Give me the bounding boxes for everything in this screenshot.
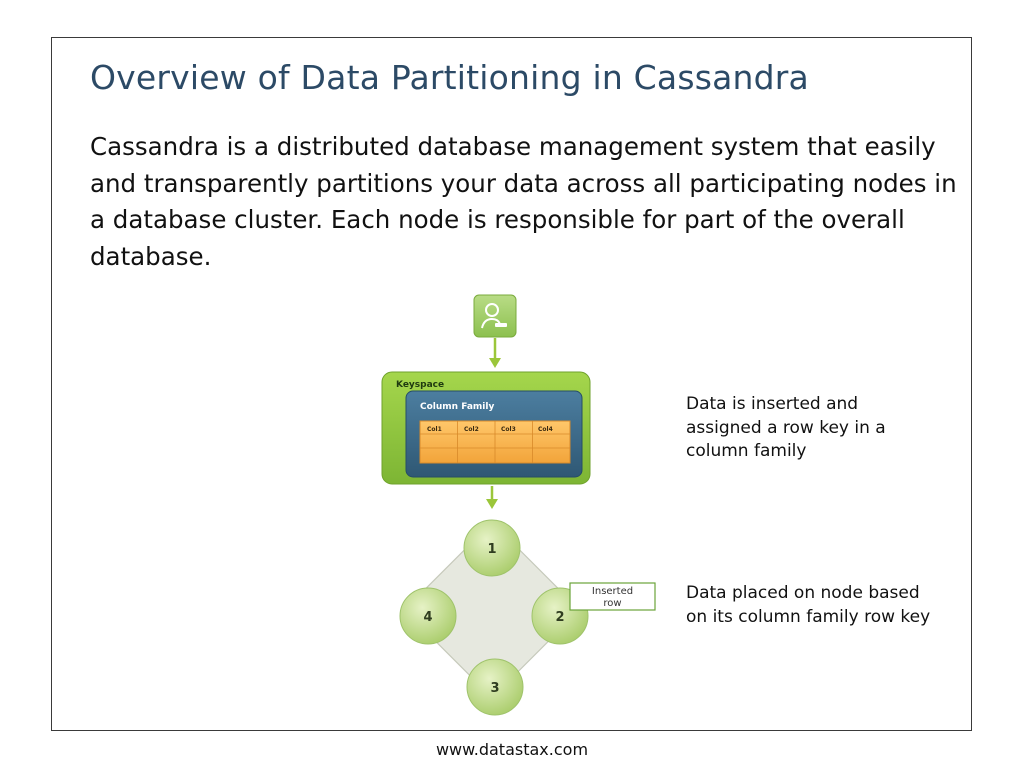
node-3: 3 [466, 658, 524, 716]
arrow-down-1 [489, 338, 501, 368]
user-icon [473, 294, 517, 338]
column-family-box: Column Family Col1 Col2 Col3 Col4 [405, 390, 583, 478]
svg-text:4: 4 [423, 610, 432, 625]
arrow-down-2 [486, 486, 498, 509]
svg-text:3: 3 [490, 681, 499, 696]
partitioning-diagram: Keyspace Column Family Col1 Col2 Col3 Co… [370, 290, 670, 720]
cluster-ring [405, 523, 579, 697]
node-4: 4 [399, 587, 457, 645]
column-header: Col1 [427, 426, 442, 433]
placement-note: Data placed on node based on its column … [686, 583, 931, 627]
svg-text:2: 2 [555, 610, 564, 625]
keyspace-box: Keyspace Column Family Col1 Col2 Col3 Co… [381, 371, 591, 485]
column-table: Col1 Col2 Col3 Col4 [419, 420, 571, 464]
column-header: Col3 [501, 426, 516, 433]
slide-body-text: Cassandra is a distributed database mana… [90, 132, 957, 271]
slide-title: Overview of Data Partitioning in Cassand… [90, 58, 809, 97]
svg-text:row: row [603, 598, 621, 609]
insert-note: Data is inserted and assigned a row key … [686, 394, 886, 461]
column-header: Col2 [464, 426, 479, 433]
footer-url[interactable]: www.datastax.com [435, 740, 589, 759]
node-1: 1 [463, 519, 521, 577]
keyspace-label: Keyspace [396, 380, 444, 390]
column-family-label: Column Family [420, 402, 494, 412]
inserted-row-label: Inserted row [569, 582, 656, 611]
svg-text:Inserted: Inserted [592, 586, 633, 597]
column-header: Col4 [538, 426, 553, 433]
svg-text:1: 1 [487, 542, 496, 557]
